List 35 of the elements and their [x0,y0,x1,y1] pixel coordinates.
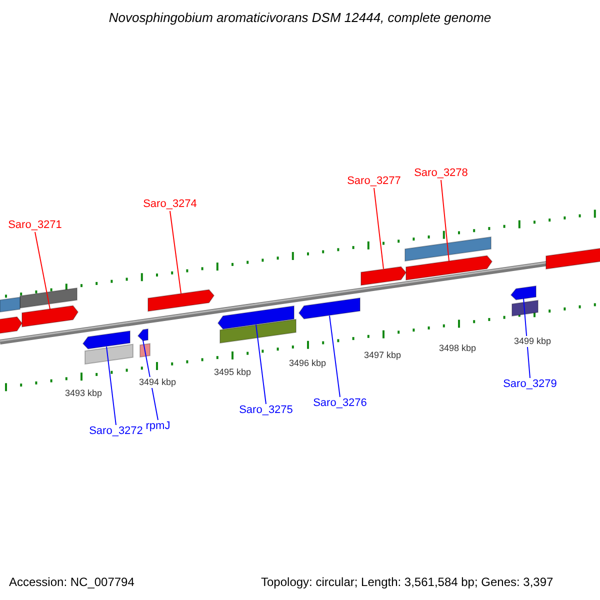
gene-label: Saro_3278 [414,167,468,180]
leader-line [374,188,384,270]
tick-label: 3496 kbp [289,358,326,369]
gene-block [83,331,130,350]
tick-label: 3499 kbp [514,336,552,347]
gene-label: Saro_3275 [239,404,293,418]
leader-line [170,210,182,294]
gene-label: Saro_3272 [89,425,143,438]
gene-block [299,298,360,320]
tick-label: 3494 kbp [139,377,176,388]
leader-line [142,340,158,420]
gene-label: Saro_3279 [503,378,557,392]
tick-label: 3493 kbp [65,388,102,399]
gene-block [511,286,536,300]
leader-line [34,232,50,310]
title: Novosphingobium aromaticivorans DSM 12444, complete genome [108,10,492,26]
leader-line [329,315,340,398]
tick-label: 3495 kbp [214,367,252,378]
gene-label: Saro_3274 [143,198,197,212]
gene-block [218,306,294,330]
gene-block [361,266,406,285]
gene-block [138,328,148,341]
leader-line [106,346,116,426]
accession-text: Accession: NC_007794 [9,575,134,590]
gene-label: Saro_3276 [313,397,367,410]
leader-line [523,298,530,378]
gene-label: rpmJ [146,420,170,434]
genome-info-text: Topology: circular; Length: 3,561,584 bp; Genes: 3,397 [261,575,554,590]
gene-block [148,288,214,311]
tick-label: 3498 kbp [439,343,476,354]
gene-label: Saro_3271 [8,219,62,232]
leader-line [440,180,450,262]
leader-line [256,324,266,404]
tick-label: 3497 kbp [364,350,402,361]
gene-label: Saro_3277 [347,175,401,188]
